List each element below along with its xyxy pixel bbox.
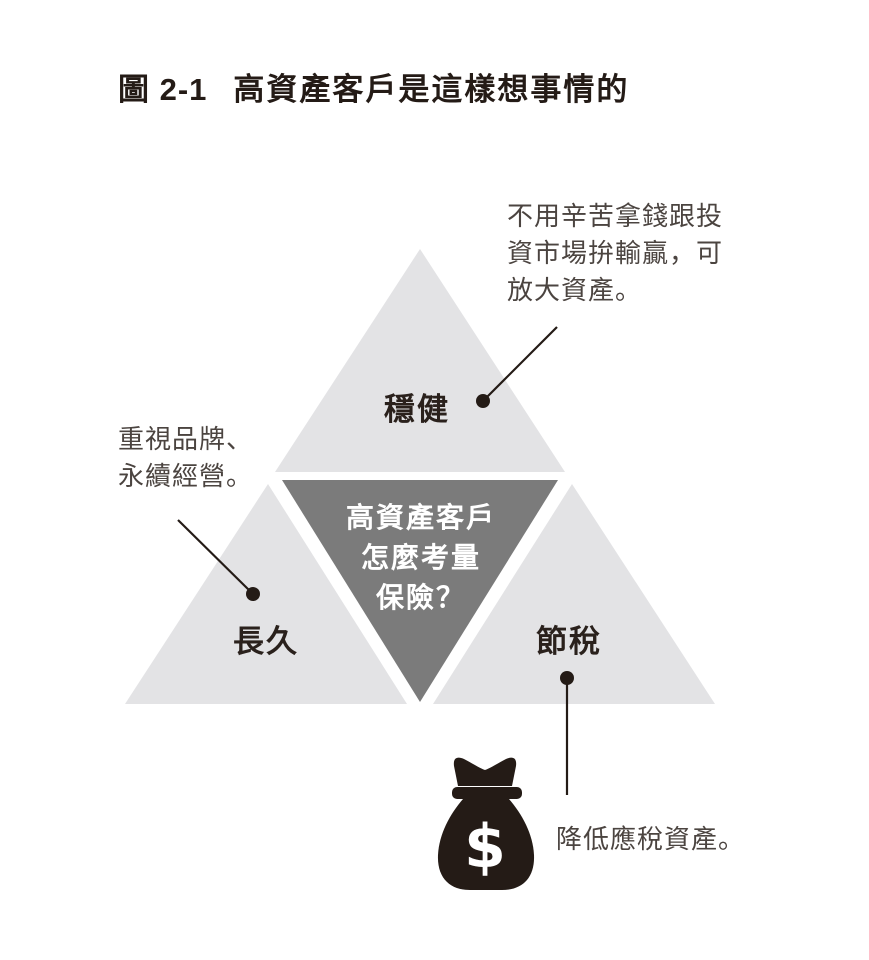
annotation-steady-line3: 放大資產。	[507, 275, 643, 305]
pyramid-top-triangle	[275, 249, 565, 472]
money-bag-icon: $	[437, 757, 535, 890]
annotation-tax-text: 降低應稅資產。	[556, 824, 746, 854]
pyramid-bottom-right-triangle	[433, 484, 715, 704]
annotation-longevity-line2: 永續經營。	[118, 461, 254, 491]
callout-line-steady	[482, 326, 558, 402]
money-bag-knot	[453, 757, 517, 786]
figure-title: 圖 2-1 高資產客戶是這樣想事情的	[118, 64, 629, 109]
annotation-longevity: 重視品牌、 永續經營。	[118, 421, 253, 495]
figure-title-text: 高資產客戶是這樣想事情的	[233, 72, 630, 107]
label-tax: 節稅	[536, 624, 602, 659]
callout-dot-tax	[560, 671, 574, 685]
annotation-steady: 不用辛苦拿錢跟投 資市場拚輸贏，可 放大資產。	[507, 198, 723, 309]
callout-dot-longevity	[246, 587, 260, 601]
dollar-sign-glyph: $	[464, 812, 506, 882]
annotation-tax: 降低應稅資產。	[556, 821, 745, 858]
callout-line-longevity	[177, 519, 254, 595]
annotation-longevity-line1: 重視品牌、	[118, 424, 254, 454]
money-bag-tie	[452, 787, 522, 799]
label-steady: 穩健	[384, 392, 450, 427]
callout-dot-steady	[476, 394, 490, 408]
center-question-line1: 高資產客戶	[345, 502, 497, 533]
figure-number-label: 圖 2-1	[118, 72, 208, 107]
center-question-line2: 怎麼考量	[360, 542, 482, 573]
center-question-line3: 保險？	[375, 582, 467, 613]
money-bag-body	[437, 799, 535, 890]
pyramid-bottom-left-triangle	[125, 484, 407, 704]
center-question: 高資產客戶 怎麼考量 保險？	[346, 498, 496, 618]
annotation-steady-line1: 不用辛苦拿錢跟投	[507, 201, 724, 231]
center-inverted-triangle	[282, 480, 558, 702]
label-longevity: 長久	[233, 624, 299, 659]
annotation-steady-line2: 資市場拚輸贏，可	[507, 238, 724, 268]
